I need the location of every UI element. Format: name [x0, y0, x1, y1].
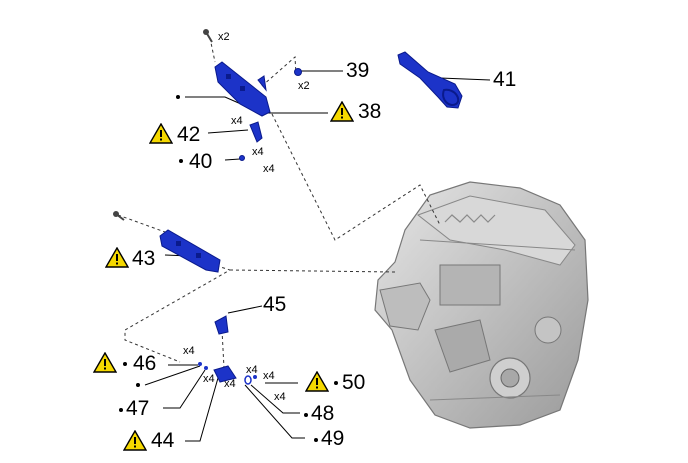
qty-label-39: x2 [298, 80, 310, 92]
bullet-dot [304, 413, 308, 417]
warning-triangle-icon [305, 371, 329, 392]
assembly-dashed-lines [117, 37, 441, 369]
bullet-dot [119, 408, 123, 412]
part-label-49: 49 [321, 427, 345, 450]
part-label-45: 45 [263, 293, 287, 316]
part-label-43: 43 [132, 247, 156, 270]
part-42-injector [249, 121, 263, 143]
bullet-dot [179, 159, 183, 163]
bolt-top [203, 29, 213, 43]
qty-label-44: x4 [224, 378, 236, 390]
warning-triangle-icon [93, 352, 117, 373]
fuel-delivery-pipe-upper [214, 61, 271, 117]
qty-label-48b: x4 [274, 391, 286, 403]
qty-label-bolt-top: x2 [218, 31, 230, 43]
part-label-46: 46 [133, 352, 157, 375]
qty-label-40a: x4 [252, 146, 264, 158]
qty-label-48a: x4 [246, 364, 258, 376]
warning-triangle-icon [123, 430, 147, 451]
part-label-38: 38 [358, 100, 382, 123]
part-label-41: 41 [493, 68, 517, 91]
bullet-dot [176, 95, 180, 99]
part-48-49-rings [244, 375, 257, 385]
part-43-delivery-pipe-lower [159, 229, 221, 273]
bullet-dot [136, 383, 140, 387]
bullet-dot [314, 438, 318, 442]
qty-label-40b: x4 [263, 163, 275, 175]
warning-triangle-icon [105, 247, 129, 268]
part-46-47-small-rings [198, 362, 208, 370]
qty-label-50: x4 [263, 370, 275, 382]
part-label-42: 42 [177, 123, 201, 146]
bullet-dot [123, 362, 127, 366]
warning-triangle-icon [330, 101, 354, 122]
bullet-dot [334, 381, 338, 385]
bolt-left [113, 211, 125, 221]
part-label-47: 47 [126, 397, 150, 420]
part-label-48: 48 [311, 402, 335, 425]
part-label-44: 44 [151, 429, 175, 452]
qty-label-42: x4 [231, 115, 243, 127]
part-39-grommet [294, 68, 302, 76]
part-40-ring [239, 155, 245, 161]
qty-label-47: x4 [203, 373, 215, 385]
warning-triangle-icon [149, 123, 173, 144]
part-45-bracket [214, 315, 229, 335]
engine-illustration [374, 181, 589, 429]
part-41-wire-harness [397, 51, 463, 109]
part-44-injector-lower [213, 365, 237, 383]
part-label-39: 39 [346, 59, 370, 82]
qty-label-46: x4 [183, 345, 195, 357]
part-label-40: 40 [189, 150, 213, 173]
part-label-50: 50 [342, 371, 366, 394]
